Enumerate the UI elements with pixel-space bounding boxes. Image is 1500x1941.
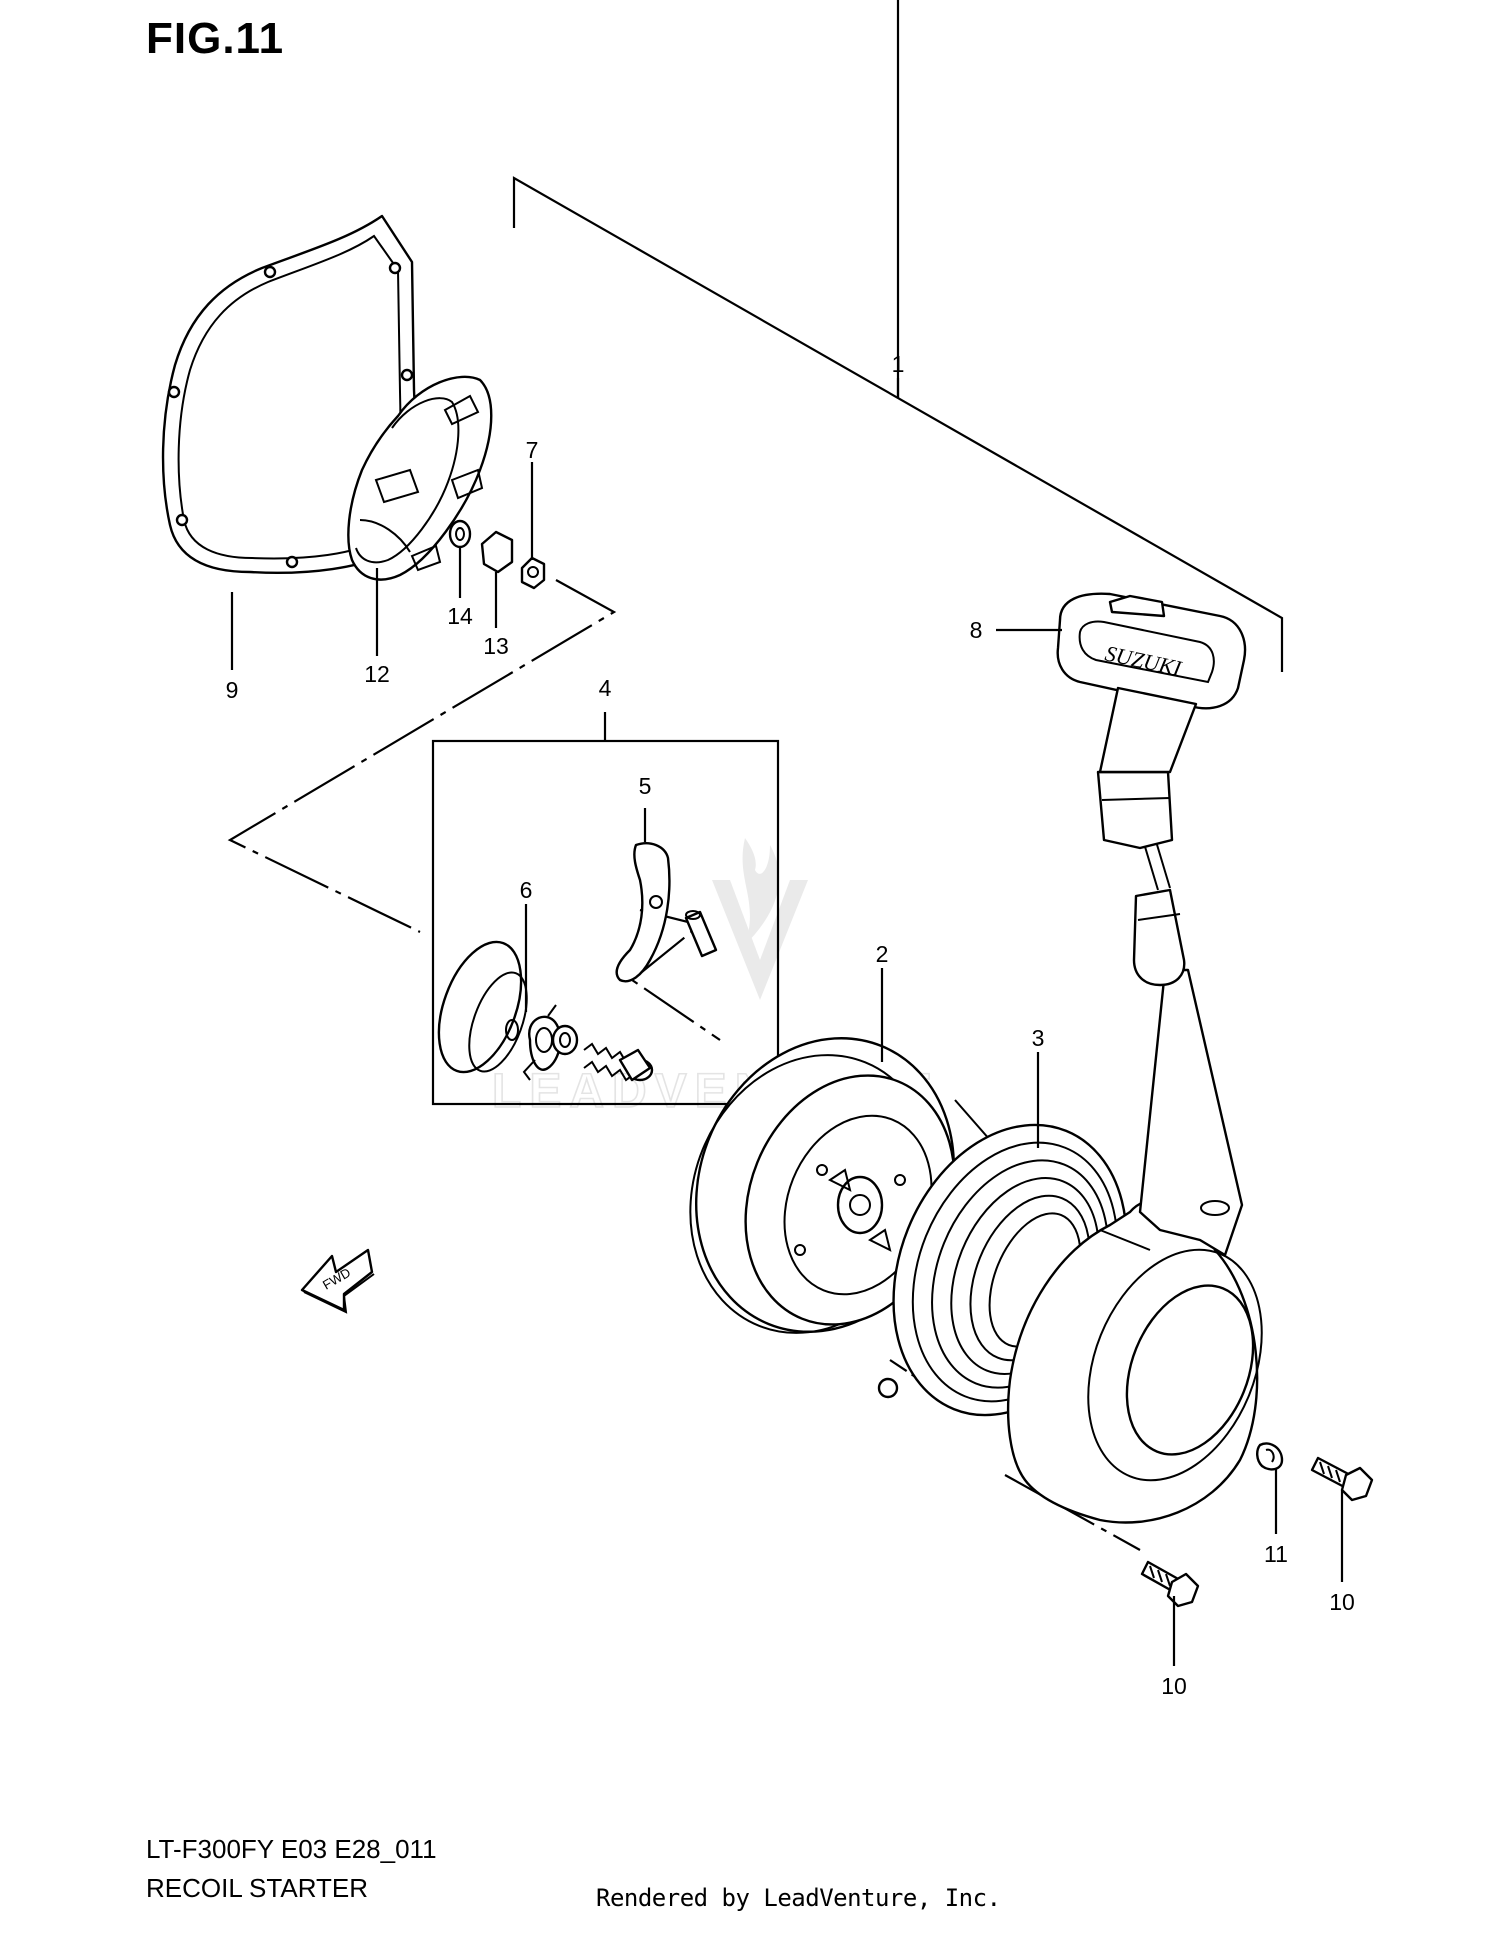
callout-labels: 1 2 3 4 5 6 7 8 9 10 10 11 12 13 14 [226,351,1355,1699]
callout-8: 8 [970,617,983,643]
callout-10-lower: 10 [1161,1673,1187,1699]
bolts-and-washer [1140,1442,1374,1608]
rope-handle-part: SUZUKI [1056,592,1247,987]
callout-12: 12 [364,661,390,687]
callout-5: 5 [639,773,652,799]
drive-cup-part [347,375,493,581]
starter-case-part [1006,968,1263,1524]
callout-14: 14 [447,603,473,629]
figure-title: FIG.11 [146,14,285,63]
assembly-bracket [512,0,1284,672]
render-credit: Rendered by LeadVenture, Inc. [596,1884,1001,1912]
callout-6: 6 [520,877,533,903]
callout-11: 11 [1264,1541,1288,1567]
pawl-part [615,842,718,983]
callout-7: 7 [526,437,539,463]
callout-1: 1 [892,351,905,377]
diagram-title: RECOIL STARTER [146,1873,369,1903]
callout-3: 3 [1032,1025,1045,1051]
callout-13: 13 [483,633,509,659]
callout-9: 9 [226,677,239,703]
forward-direction-arrow: FWD [300,1248,375,1314]
callout-2: 2 [876,941,889,967]
model-code: LT-F300FY E03 E28_011 [146,1834,437,1864]
callout-10-right: 10 [1329,1589,1355,1615]
assembly-guide-lines [227,579,1141,1551]
pawl-kit-box [431,712,780,1106]
callout-4: 4 [599,675,612,701]
pawl-spring-parts [551,1024,654,1082]
callout-leader-lines [230,378,1344,1666]
friction-plate-part [437,940,562,1081]
